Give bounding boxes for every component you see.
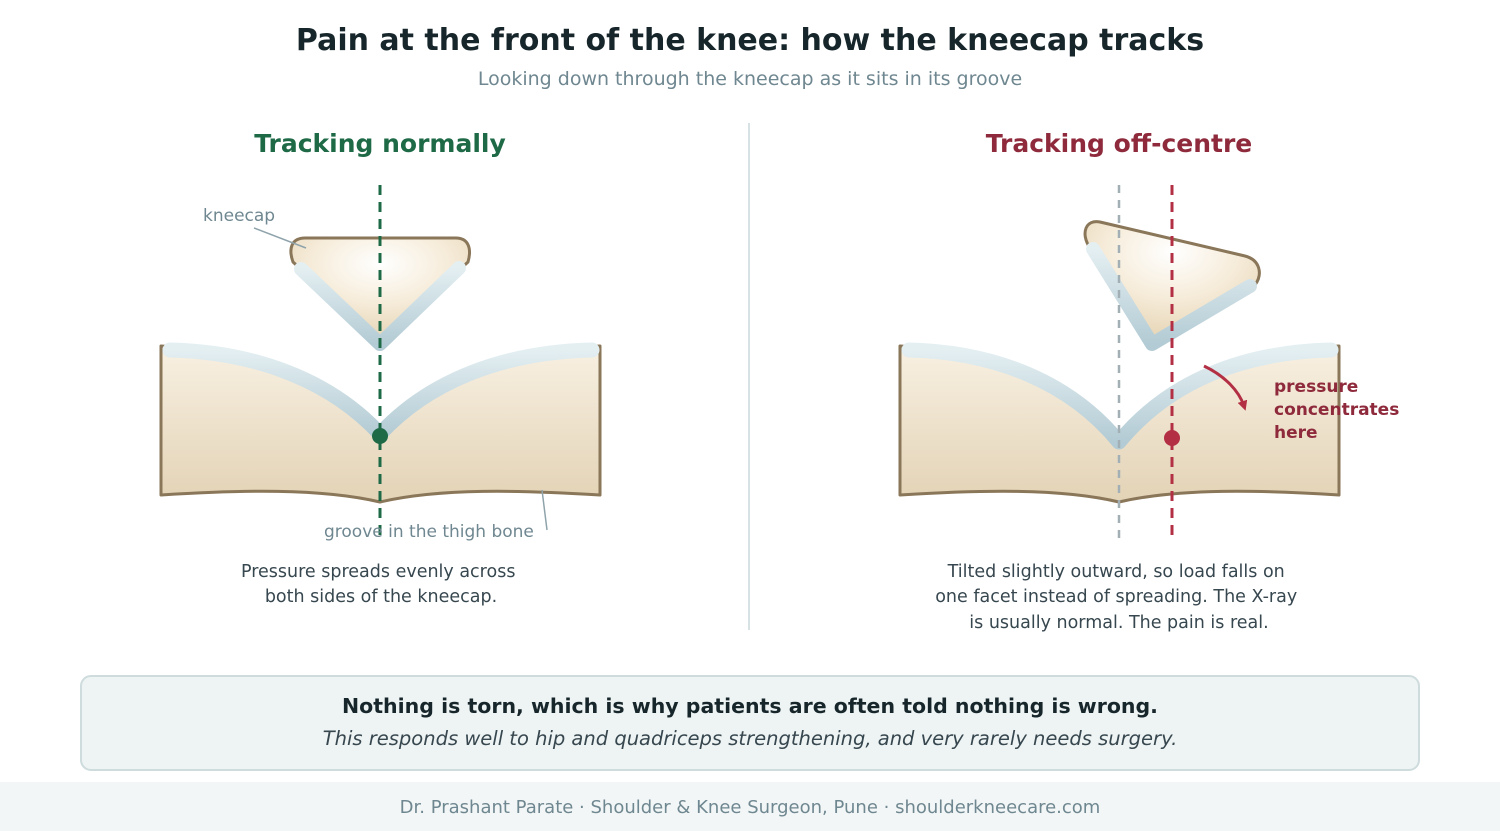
normal-caption: Pressure spreads evenly across both side…	[241, 562, 521, 607]
kneecap-cartilage	[1086, 242, 1257, 351]
groove-label: groove in the thigh bone	[324, 522, 534, 542]
normal-caption-line: both sides of the kneecap.	[265, 587, 497, 607]
note-sub-text: This responds well to hip and quadriceps…	[323, 727, 1178, 750]
kneecap-leader-line	[253, 227, 307, 249]
offcentre-caption-line: Tilted slightly outward, so load falls o…	[947, 562, 1285, 582]
groove-leader-line	[541, 489, 548, 531]
note-box: Nothing is torn, which is why patients a…	[80, 675, 1420, 771]
offcentre-caption-line: one facet instead of spreading. The X-ra…	[935, 587, 1297, 607]
page-subtitle: Looking down through the kneecap as it s…	[478, 68, 1022, 90]
footer-text: Dr. Prashant Parate · Shoulder & Knee Su…	[400, 797, 1101, 818]
pressure-arrow	[1203, 364, 1248, 411]
kneecap-label: kneecap	[203, 206, 275, 226]
offcentre-heading: Tracking off-centre	[986, 129, 1253, 158]
callout-line: pressure	[1274, 377, 1358, 397]
normal-contact-point	[372, 428, 388, 444]
footer-bar	[0, 782, 1500, 831]
normal-caption-line: Pressure spreads evenly across	[241, 562, 515, 582]
offcentre-caption-line: is usually normal. The pain is real.	[969, 613, 1268, 633]
offcentre-tracking-panel: Tracking off-centre pressure concentrate…	[898, 129, 1405, 633]
normal-heading: Tracking normally	[254, 129, 506, 158]
note-main-text: Nothing is torn, which is why patients a…	[342, 694, 1158, 718]
offcentre-caption: Tilted slightly outward, so load falls o…	[935, 562, 1303, 633]
callout-line: concentrates	[1274, 400, 1399, 420]
offcentre-contact-point	[1164, 430, 1180, 446]
page-title: Pain at the front of the knee: how the k…	[296, 23, 1204, 58]
pressure-callout: pressure concentrates here	[1274, 377, 1405, 443]
normal-tracking-panel: Tracking normally kneecap groove in the …	[159, 129, 602, 607]
callout-line: here	[1274, 423, 1318, 443]
note-box-background	[80, 675, 1420, 771]
